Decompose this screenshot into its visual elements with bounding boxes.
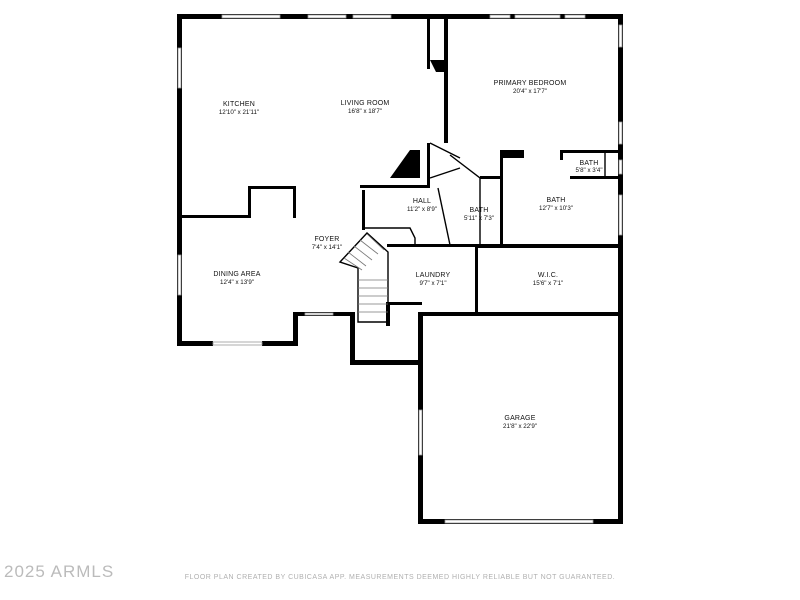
windows: [177, 14, 623, 524]
living-room-dims: 16'8" x 18'7": [348, 108, 382, 115]
exterior-walls: [177, 14, 623, 524]
garage-name: GARAGE: [504, 415, 535, 422]
room-labels: KITCHEN 12'10" x 21'11" LIVING ROOM 16'8…: [213, 80, 602, 430]
staircase: [338, 232, 389, 323]
dining-area-name: DINING AREA: [213, 271, 260, 278]
primary-bedroom-dims: 20'4" x 17'7": [513, 88, 547, 95]
living-room-name: LIVING ROOM: [341, 100, 390, 107]
disclaimer: FLOOR PLAN CREATED BY CUBICASA APP. MEAS…: [184, 574, 616, 581]
laundry-name: LAUNDRY: [416, 272, 451, 279]
primary-bath-dims: 12'7" x 10'3": [539, 205, 573, 212]
foyer-name: FOYER: [314, 236, 339, 243]
hall-dims: 11'2" x 8'9": [407, 206, 437, 213]
foyer-dims: 7'4" x 14'1": [312, 244, 343, 251]
hall-name: HALL: [413, 198, 431, 205]
small-bath-dims: 5'8" x 3'4": [575, 167, 602, 174]
primary-bath-name: BATH: [547, 197, 566, 204]
kitchen-dims: 12'10" x 21'11": [219, 109, 259, 116]
wic-name: W.I.C.: [538, 272, 558, 279]
primary-bedroom-name: PRIMARY BEDROOM: [494, 80, 567, 87]
watermark: 2025 ARMLS: [4, 562, 115, 581]
hall-bath-name: BATH: [470, 207, 489, 214]
garage-dims: 21'8" x 22'9": [503, 423, 537, 430]
kitchen-name: KITCHEN: [223, 101, 255, 108]
wic-dims: 15'6" x 7'1": [533, 280, 564, 287]
dining-area-dims: 12'4" x 13'9": [220, 279, 254, 286]
hall-bath-dims: 5'11" x 7'3": [464, 215, 494, 222]
small-bath-name: BATH: [580, 160, 599, 167]
interior-walls: [182, 19, 623, 314]
laundry-dims: 9'7" x 7'1": [419, 280, 446, 287]
